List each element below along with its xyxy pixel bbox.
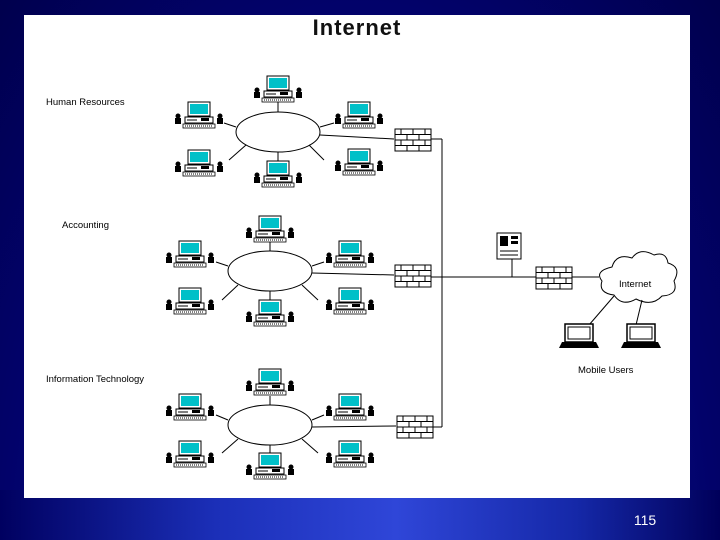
- workstation: [325, 440, 375, 468]
- workstation: [165, 440, 215, 468]
- workstation: [325, 287, 375, 315]
- workstation: [165, 240, 215, 268]
- workstation: [245, 299, 295, 327]
- workstation: [334, 101, 384, 129]
- workstation: [325, 240, 375, 268]
- firewall-main: [535, 266, 573, 290]
- workstation: [165, 287, 215, 315]
- server-icon: [496, 232, 522, 260]
- network-diagram: Human Resources Accounting: [46, 75, 678, 480]
- laptop-icon: [558, 323, 600, 349]
- page-number: 115: [633, 512, 657, 528]
- workstation: [253, 75, 303, 103]
- laptop-icon: [620, 323, 662, 349]
- slide-title: Internet: [312, 15, 402, 40]
- cloud-icon: Internet: [599, 251, 678, 303]
- footer-band: [0, 490, 720, 540]
- workstation: [245, 452, 295, 480]
- mobile-users-label: Mobile Users: [578, 365, 634, 376]
- group-label-information-technology: Information Technology: [46, 374, 144, 385]
- group-label-accounting: Accounting: [62, 220, 109, 231]
- workstation: [245, 368, 295, 396]
- workstation: [334, 148, 384, 176]
- content-panel: Internet: [24, 15, 690, 498]
- workstation: [165, 393, 215, 421]
- lan-ring: [235, 111, 321, 153]
- firewall: [394, 128, 432, 152]
- workstation: [325, 393, 375, 421]
- group-information-technology: Information Technology: [46, 368, 434, 480]
- group-accounting: Accounting: [62, 215, 432, 327]
- workstation: [174, 149, 224, 177]
- group-human-resources: Human Resources: [46, 75, 432, 188]
- workstation: [253, 160, 303, 188]
- backbone: [431, 138, 599, 428]
- firewall: [394, 264, 432, 288]
- group-label-human-resources: Human Resources: [46, 97, 125, 108]
- firewall: [396, 415, 434, 439]
- lan-ring: [227, 250, 313, 292]
- lan-ring: [227, 404, 313, 446]
- cloud-label: Internet: [619, 279, 652, 290]
- workstation: [174, 101, 224, 129]
- workstation: [245, 215, 295, 243]
